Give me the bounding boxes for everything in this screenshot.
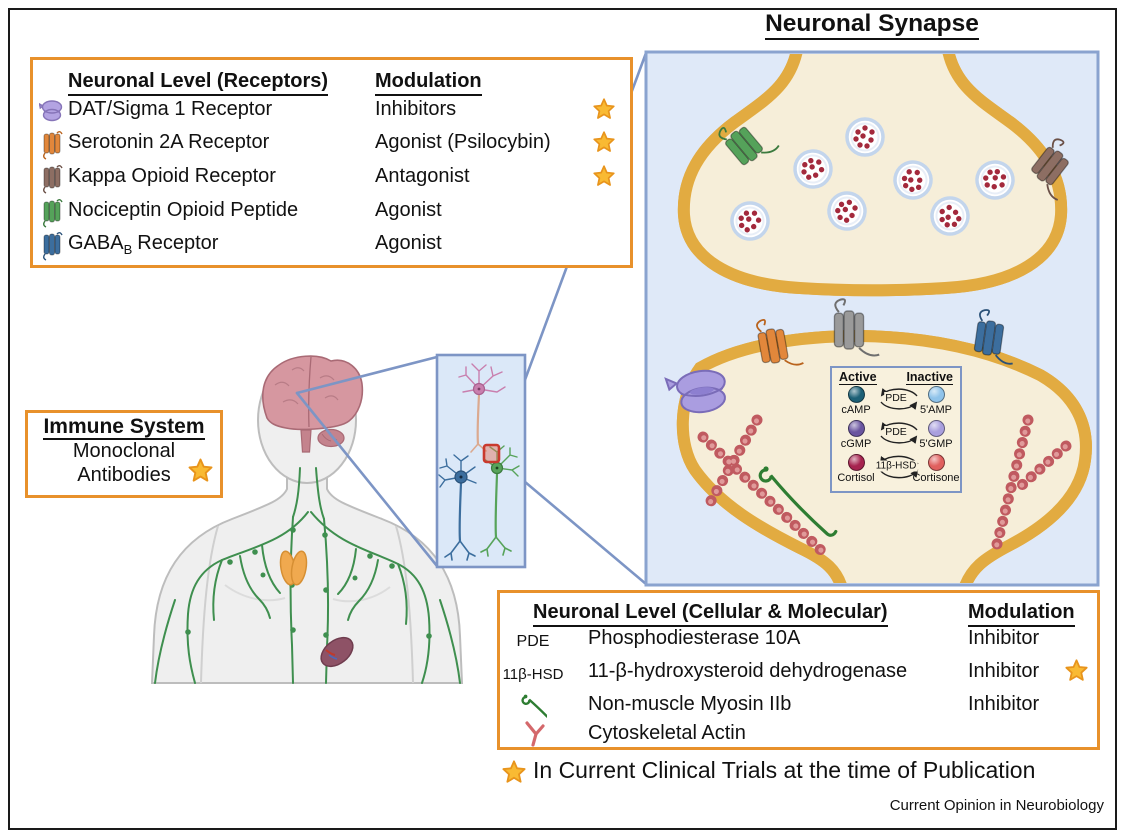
molecular-table: Neuronal Level (Cellular & Molecular) Mo… (497, 590, 1100, 750)
dat-transporter-icon (39, 100, 63, 122)
actin-filaments (697, 414, 1072, 563)
immune-box-line1: Monoclonal (72, 440, 176, 462)
cgmp-label: cGMP (840, 438, 872, 450)
molecular-table-col2-header: Modulation (968, 599, 1075, 627)
synapse-panel (644, 50, 1100, 587)
inactive-header: Inactive (906, 370, 953, 385)
immune-box-title: Immune System (43, 415, 205, 440)
clinical-trial-star-icon (593, 131, 615, 152)
molecular-table-col1-header: Neuronal Level (Cellular & Molecular) (533, 599, 888, 627)
receptor-name: Nociceptin Opioid Peptide (68, 199, 299, 221)
receptor-modulation: Agonist (375, 232, 442, 254)
hsd-cycle: 11β-HSD (874, 454, 919, 480)
hsd-abbrev: 11β-HSD (502, 666, 564, 683)
cortisol-label: Cortisol (837, 472, 875, 484)
5gmp-label: 5'GMP (919, 438, 953, 450)
journal-name: Current Opinion in Neurobiology (889, 797, 1104, 814)
immune-box-line2: Antibodies (77, 464, 171, 486)
legend-star-icon (502, 760, 526, 783)
receptor-modulation: Antagonist (375, 165, 470, 187)
receptor-name: DAT/Sigma 1 Receptor (68, 98, 273, 120)
clinical-trial-star-icon (593, 98, 615, 119)
cgmp-row: cGMP PDE 5'GMP (835, 420, 957, 453)
thymus-illustration (279, 550, 308, 586)
second-messenger-panel: Active Inactive cAMP PDE 5'AMP cGMP (830, 366, 962, 493)
gpcr-receptor-icon (43, 131, 63, 160)
enzyme-label: 11β-HSD (874, 460, 918, 472)
cortisone-sphere (927, 454, 945, 471)
synapse-panel-title: Neuronal Synapse (646, 10, 1098, 40)
receptor-name: Serotonin 2A Receptor (68, 131, 270, 153)
star-legend: In Current Clinical Trials at the time o… (533, 757, 1036, 783)
myosin-icon (521, 694, 547, 718)
pink-neuron (458, 363, 506, 453)
immune-system-box: Immune System Monoclonal Antibodies (25, 410, 223, 498)
neuron-zoom-box (435, 353, 527, 569)
receptor-table-col1-header: Neuronal Level (Receptors) (68, 68, 329, 96)
molecule-name: Phosphodiesterase 10A (588, 627, 801, 649)
actin-icon (525, 721, 545, 747)
inset-headers: Active Inactive (835, 370, 957, 385)
human-body-illustration (150, 355, 464, 684)
molecule-modulation: Inhibitor (968, 693, 1040, 715)
receptor-modulation: Inhibitors (375, 98, 457, 120)
receptor-table-col2-header: Modulation (375, 68, 482, 96)
cortisone-label: Cortisone (912, 472, 960, 484)
molecule-name: 11-β-hydroxysteroid dehydrogenase (588, 660, 908, 682)
blue-neuron (438, 454, 477, 561)
5gmp-sphere (927, 420, 945, 437)
presynaptic-terminal (684, 54, 1061, 290)
enzyme-label: PDE (884, 426, 908, 438)
clinical-trial-star-icon (1065, 659, 1088, 681)
green-neuron (480, 445, 520, 557)
molecule-modulation: Inhibitor (968, 627, 1040, 649)
camp-row: cAMP PDE 5'AMP (835, 386, 957, 419)
cgmp-sphere (847, 420, 865, 437)
receptor-modulation: Agonist (Psilocybin) (375, 131, 551, 153)
spleen-illustration (320, 636, 354, 668)
dat-transporter-illustration (664, 369, 726, 414)
clinical-trial-star-icon (188, 458, 213, 482)
molecule-modulation: Inhibitor (968, 660, 1040, 682)
5amp-sphere (927, 386, 945, 403)
lymphatic-system-illustration (154, 467, 461, 684)
receptor-modulation: Agonist (375, 199, 442, 221)
enzyme-label: PDE (884, 392, 908, 404)
myosin-illustration (758, 466, 838, 537)
receptor-table: Neuronal Level (Receptors) Modulation DA… (30, 57, 633, 268)
gpcr-receptor-icon (43, 165, 63, 194)
cortisol-sphere (847, 454, 865, 471)
cortisol-row: Cortisol 11β-HSD Cortisone (835, 454, 960, 487)
molecule-name: Cytoskeletal Actin (588, 722, 746, 744)
pde-abbrev: PDE (516, 633, 550, 650)
camp-label: cAMP (841, 404, 871, 416)
clinical-trial-star-icon (593, 165, 615, 186)
active-header: Active (839, 370, 877, 385)
pde-cycle: PDE (877, 420, 918, 446)
synapse-highlight-square (482, 443, 501, 464)
molecule-name: Non-muscle Myosin IIb (588, 693, 792, 715)
receptor-name: Kappa Opioid Receptor (68, 165, 276, 187)
5amp-label: 5'AMP (919, 404, 953, 416)
gpcr-receptor-icon (43, 199, 63, 228)
lymph-nodes (185, 527, 432, 639)
camp-sphere (847, 386, 865, 403)
gpcr-receptor-icon (43, 232, 63, 261)
pde-cycle: PDE (877, 386, 918, 412)
